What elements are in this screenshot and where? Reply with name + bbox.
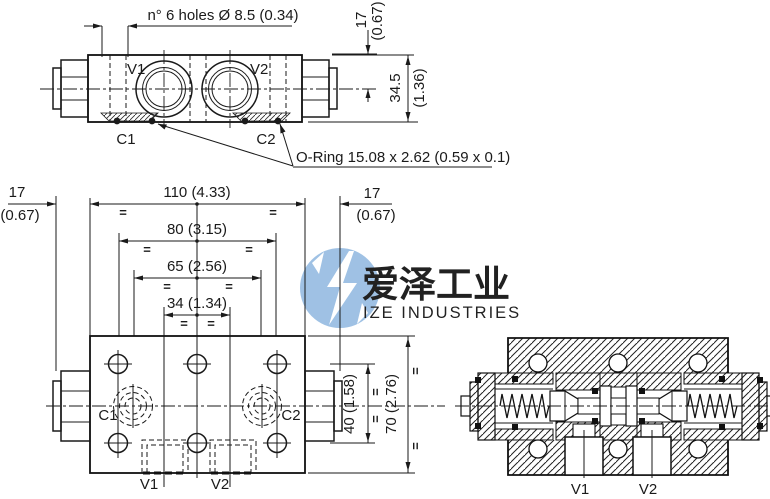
- eq-mark: =: [119, 205, 127, 220]
- front-view: C1 C2 V1 V2: [46, 335, 445, 493]
- dim-80: 80 (3.15) = =: [119, 221, 276, 257]
- eq-mark: =: [269, 205, 277, 220]
- dim-34-5-mm: 34.5: [387, 73, 404, 102]
- dim-65-text: 65 (2.56): [167, 258, 227, 275]
- seal-squares: [475, 376, 763, 430]
- oring-dot: [113, 117, 121, 125]
- dim-34: 34 (1.34) = =: [164, 295, 230, 331]
- dim-40-text: 40 (1.58): [341, 374, 358, 434]
- section-label-v1: V1: [571, 481, 589, 498]
- eq-mark: =: [245, 242, 253, 257]
- dim-17-right-in: (0.67): [356, 207, 395, 224]
- top-label-c2: C2: [256, 131, 275, 148]
- dim-17-left-in: (0.67): [0, 207, 39, 224]
- watermark: 爱泽工业 IZE INDUSTRIES: [300, 248, 521, 328]
- dim-17-top-in: (0.67): [369, 1, 386, 40]
- front-label-c2: C2: [281, 407, 300, 424]
- oring-dot: [274, 117, 282, 125]
- eq-mark: =: [207, 316, 215, 331]
- dim-110: 110 (4.33) = =: [90, 184, 305, 220]
- eq-mark: =: [368, 415, 383, 423]
- eq-mark: =: [180, 316, 188, 331]
- watermark-cn-text: 爱泽工业: [362, 264, 510, 305]
- section-bolt-holes: [528, 353, 708, 459]
- dim-6-holes: n° 6 holes Ø 8.5 (0.34): [84, 7, 299, 57]
- dim-17-right: 17 (0.67): [340, 185, 396, 224]
- front-c-cavities: [113, 384, 282, 428]
- front-label-v1: V1: [140, 476, 158, 493]
- dim-17-left-mm: 17: [9, 184, 26, 201]
- front-view-dimensions: 17 (0.67) 110 (4.33) = = 17 (0.67) 80 (3…: [0, 184, 423, 487]
- top-view: n° 6 holes Ø 8.5 (0.34) 17 (0.67) 34.5 (…: [40, 1, 510, 168]
- dim-34-text: 34 (1.34): [167, 295, 227, 312]
- top-label-v2: V2: [250, 61, 268, 78]
- section-view: V1 V2: [455, 337, 770, 498]
- top-label-c1: C1: [116, 131, 135, 148]
- oring-callout: O-Ring 15.08 x 2.62 (0.59 x 0.1): [157, 123, 510, 168]
- section-label-v2: V2: [639, 481, 657, 498]
- front-v-ports: [141, 439, 257, 475]
- top-view-oring-grooves: [100, 112, 291, 125]
- dim-34-5-in: (1.36): [411, 68, 428, 107]
- eq-mark: =: [163, 279, 171, 294]
- dim-holes-note: n° 6 holes Ø 8.5 (0.34): [147, 7, 298, 24]
- eq-mark: =: [143, 242, 151, 257]
- top-view-centerlines: [40, 50, 378, 128]
- top-label-v1: V1: [127, 61, 145, 78]
- dim-17-top: 17 (0.67): [332, 1, 386, 102]
- dim-17-top-mm: 17: [353, 12, 370, 29]
- dim-70-text: 70 (2.76): [383, 374, 400, 434]
- dim-17-right-mm: 17: [364, 185, 381, 202]
- dim-65: 65 (2.56) = =: [134, 258, 261, 294]
- oring-dot: [241, 117, 249, 125]
- top-view-body: [52, 54, 338, 123]
- ize-logo-notch-bottom: [357, 303, 368, 324]
- front-label-c1: C1: [98, 407, 117, 424]
- eq-mark: =: [225, 279, 233, 294]
- dim-34-5: 34.5 (1.36): [308, 54, 428, 123]
- ize-logo-bolt: [327, 251, 357, 325]
- oring-note: O-Ring 15.08 x 2.62 (0.59 x 0.1): [296, 149, 510, 166]
- front-label-v2: V2: [211, 476, 229, 493]
- eq-mark: =: [368, 388, 383, 396]
- dim-110-text: 110 (4.33): [163, 184, 230, 201]
- watermark-en-text: IZE INDUSTRIES: [363, 304, 521, 322]
- eq-mark: =: [408, 367, 423, 375]
- oring-dot: [148, 117, 156, 125]
- ize-logo-notch-top: [312, 252, 324, 274]
- dim-17-left: 17 (0.67): [0, 184, 56, 224]
- dim-40-70: 40 (1.58) 70 (2.76) = = = =: [308, 335, 423, 474]
- dim-80-text: 80 (3.15): [167, 221, 227, 238]
- eq-mark: =: [408, 442, 423, 450]
